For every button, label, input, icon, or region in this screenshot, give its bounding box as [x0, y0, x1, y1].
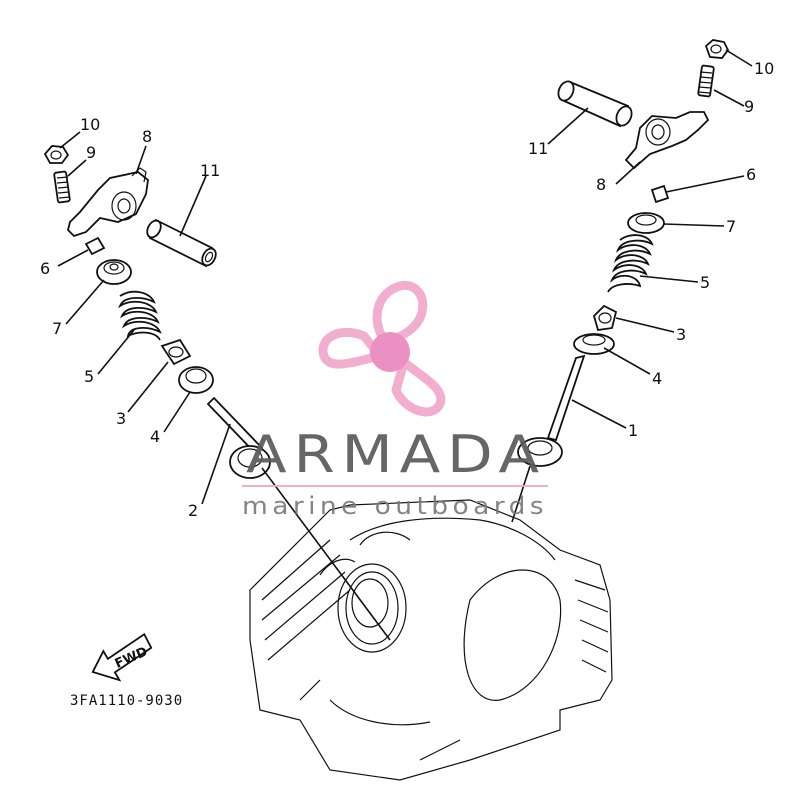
- callout-3-left: 3: [116, 409, 126, 428]
- armada-watermark: ARMADA marine outboards: [242, 281, 548, 520]
- stem-seal-right: [592, 304, 618, 332]
- valve-spring-left: [118, 290, 162, 341]
- rocker-arm-left: [67, 167, 149, 238]
- lock-nut-right: [704, 39, 730, 59]
- callout-11-left: 11: [200, 161, 220, 180]
- callout-10-left: 10: [80, 115, 100, 134]
- brand-tagline: marine outboards: [242, 492, 548, 520]
- adjusting-screw-right: [697, 64, 715, 98]
- rocker-arm-right: [624, 111, 710, 170]
- callout-9-right: 9: [744, 97, 754, 116]
- spring-retainer-left: [96, 259, 132, 285]
- intake-valve: [206, 396, 271, 479]
- callout-10-right: 10: [754, 59, 774, 78]
- rocker-shaft-left: [146, 218, 217, 268]
- spring-seat-left: [178, 366, 214, 394]
- spring-retainer-right: [627, 212, 665, 234]
- adjusting-screw-left: [53, 170, 71, 204]
- exhaust-valve: [517, 354, 586, 467]
- rocker-shaft-right: [557, 80, 633, 128]
- callouts-right: 10 9 11 8 6 7 5 3 4 1: [528, 59, 774, 440]
- propeller-logo: [318, 281, 446, 417]
- callouts-left: 10 9 8 11 6 7 5 3 4 2: [40, 115, 220, 520]
- callout-4-right: 4: [652, 369, 662, 388]
- callout-9-left: 9: [86, 143, 96, 162]
- callout-1: 1: [628, 421, 638, 440]
- callout-7-left: 7: [52, 319, 62, 338]
- callout-4-left: 4: [150, 427, 160, 446]
- fwd-arrow: FWD: [91, 632, 153, 682]
- cylinder-head: [249, 499, 613, 781]
- callout-8-right: 8: [596, 175, 606, 194]
- brand-wordmark: ARMADA: [246, 425, 546, 485]
- drawing-code: 3FA1110-9030: [70, 693, 183, 709]
- callout-8-left: 8: [142, 127, 152, 146]
- lock-nut-left: [43, 145, 70, 164]
- spring-seat-right: [573, 333, 615, 355]
- callout-2: 2: [188, 501, 198, 520]
- callout-5-left: 5: [84, 367, 94, 386]
- callout-6-right: 6: [746, 165, 756, 184]
- valve-seal-right: [650, 184, 670, 204]
- callout-5-right: 5: [700, 273, 710, 292]
- stem-seal-left: [160, 338, 192, 366]
- valve-spring-right: [607, 234, 654, 293]
- callout-7-right: 7: [726, 217, 736, 236]
- leader-lines: [57, 49, 753, 641]
- callout-6-left: 6: [40, 259, 50, 278]
- callout-3-right: 3: [676, 325, 686, 344]
- valve-seal-left: [84, 236, 106, 256]
- callout-11-right: 11: [528, 139, 548, 158]
